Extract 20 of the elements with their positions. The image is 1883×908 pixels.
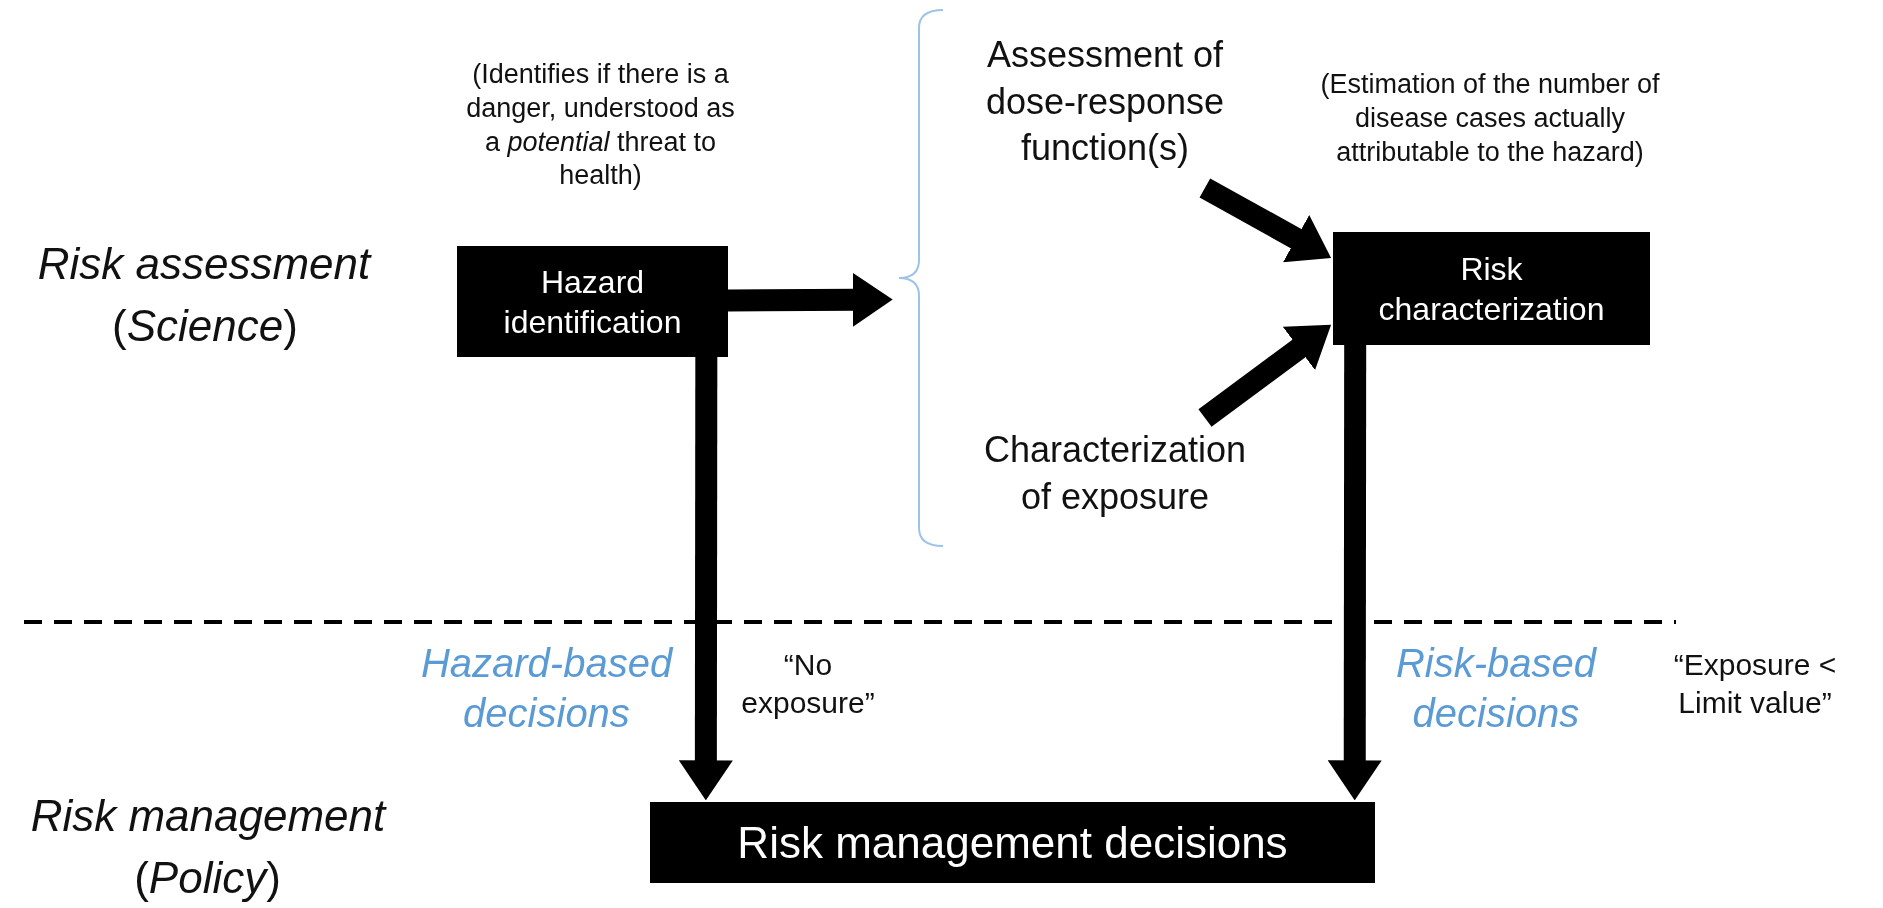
side-label: Risk management: [29, 790, 388, 842]
caption-text: (Estimation of the number of disease cases actually attributable to the hazard): [1319, 68, 1661, 169]
arrow: [1198, 324, 1332, 427]
side-label: Hazard-based decisions: [419, 640, 675, 737]
text-label: Assessment of dose-response function(s): [955, 16, 1255, 188]
arrow: [1327, 345, 1382, 801]
arrow: [727, 272, 893, 327]
arrow: [1199, 178, 1332, 263]
arrow: [678, 357, 733, 801]
side-label: (Policy): [133, 852, 282, 904]
text-label: Characterization of exposure: [965, 418, 1265, 530]
process-box: Risk management decisions: [650, 802, 1375, 883]
process-box: Hazard identification: [457, 246, 728, 357]
side-label: (Science): [111, 300, 299, 352]
side-label: “No exposure”: [740, 647, 876, 721]
caption-text: (Identifies if there is a danger, understood as a potential threat to health): [465, 58, 736, 193]
process-box: Risk characterization: [1333, 232, 1650, 345]
side-label: “Exposure < Limit value”: [1672, 647, 1838, 721]
side-label: Risk assessment: [36, 238, 373, 290]
side-label: Risk-based decisions: [1394, 640, 1598, 737]
